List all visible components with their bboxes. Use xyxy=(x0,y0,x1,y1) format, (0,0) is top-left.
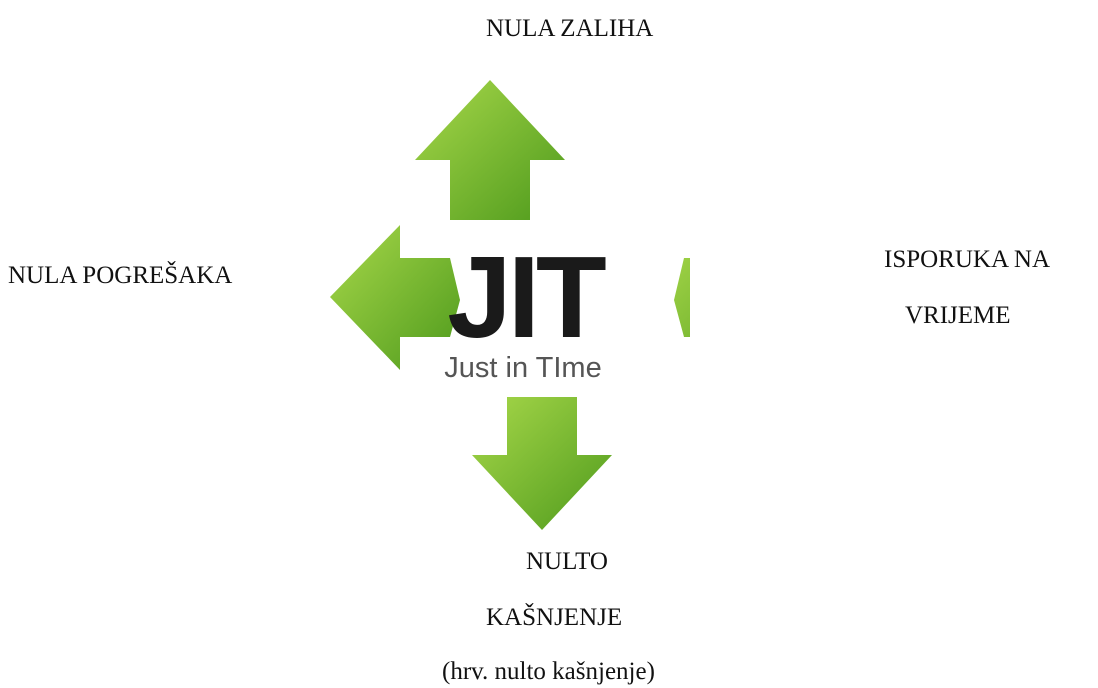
label-zero-defects: NULA POGREŠAKA xyxy=(8,262,233,289)
arrow-right-icon xyxy=(674,258,690,337)
label-zero-delay-line2: KAŠNJENJE xyxy=(486,604,623,631)
jit-logo-diagram: JIT Just in TIme xyxy=(320,75,690,535)
arrow-left-icon xyxy=(330,225,460,370)
label-zero-inventory: NULA ZALIHA xyxy=(486,15,654,42)
label-zero-delay-line1: NULTO xyxy=(526,548,608,575)
label-zero-delay-note: (hrv. nulto kašnjenje) xyxy=(442,658,655,685)
label-on-time-delivery-line2: VRIJEME xyxy=(905,302,1011,329)
arrow-up-icon xyxy=(415,80,565,220)
label-on-time-delivery-line1: ISPORUKA NA xyxy=(884,246,1051,273)
arrow-down-icon xyxy=(472,397,612,530)
jit-tagline: Just in TIme xyxy=(444,352,601,384)
jit-arrows-graphic: JIT Just in TIme xyxy=(330,80,690,530)
jit-acronym: JIT xyxy=(447,232,606,362)
